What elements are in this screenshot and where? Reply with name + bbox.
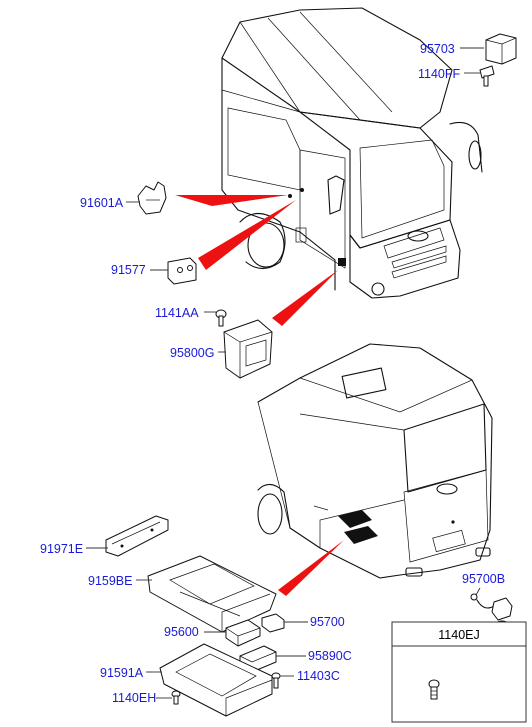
part-95700-connector	[261, 613, 285, 633]
label-9159be: 9159BE	[88, 574, 132, 588]
part-91577-bracket	[167, 257, 197, 285]
part-9159be-tray	[147, 555, 277, 633]
label-1140ff: 1140FF	[418, 67, 461, 81]
label-95890c: 95890C	[308, 649, 352, 663]
label-1140eh: 1140EH	[112, 691, 156, 705]
part-11403c-bolt	[271, 672, 281, 689]
pointer-arrows	[175, 195, 344, 596]
part-91601a-bracket	[137, 181, 167, 215]
label-11403c: 11403C	[297, 669, 340, 683]
part-95600-module	[225, 619, 261, 647]
arrow-95800g	[272, 270, 338, 326]
label-95800g: 95800G	[170, 346, 214, 360]
part-91971e-bracket	[105, 515, 169, 557]
part-91591a-cover	[159, 643, 273, 717]
arrow-91601a	[175, 195, 288, 206]
inset-box-title: 1140EJ	[438, 628, 479, 642]
part-95800g-module	[223, 319, 273, 379]
inset-box-1140ej: 1140EJ	[391, 621, 527, 723]
label-91591a: 91591A	[100, 666, 144, 680]
label-91601a: 91601A	[80, 196, 124, 210]
arrow-9159be	[278, 540, 344, 596]
part-95703-relay	[485, 33, 517, 65]
leader-lines	[86, 47, 484, 699]
label-95700b: 95700B	[462, 572, 505, 586]
part-1140ff-bolt	[479, 65, 495, 87]
rear-vehicle-outline	[257, 343, 493, 579]
part-1141aa-screw	[215, 309, 227, 327]
inset-bolt-icon	[428, 679, 440, 700]
label-95703: 95703	[420, 42, 455, 56]
label-95700: 95700	[310, 615, 345, 629]
label-91971e: 91971E	[40, 542, 83, 556]
part-1140eh-bolt	[171, 690, 181, 705]
label-91577: 91577	[111, 263, 146, 277]
label-95600: 95600	[164, 625, 199, 639]
label-1141aa: 1141AA	[155, 306, 199, 320]
arrow-91577	[198, 200, 296, 270]
